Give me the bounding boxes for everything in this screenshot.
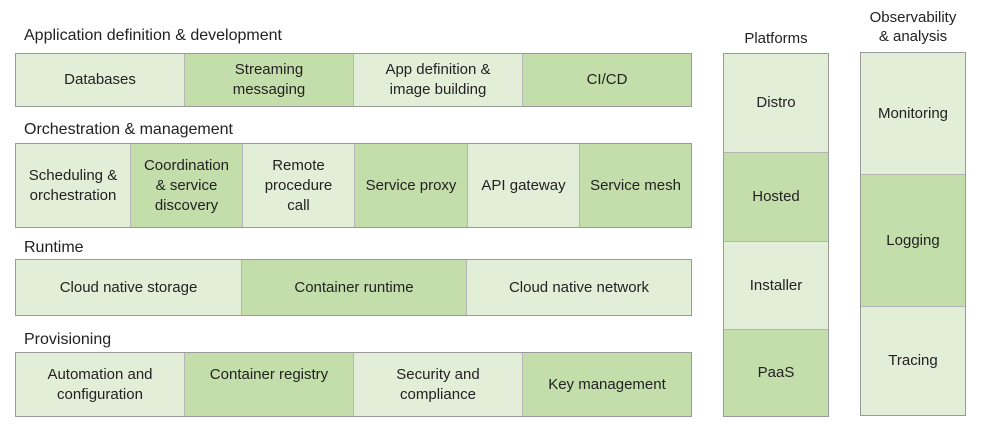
container-runtime-box: Container runtime [242, 260, 467, 315]
cloud-native-network-box: Cloud native network [467, 260, 691, 315]
orchestration-title: Orchestration & management [24, 121, 233, 138]
observability-column: Monitoring Logging Tracing [860, 52, 966, 416]
tracing-box: Tracing [861, 307, 965, 415]
orchestration-row: Scheduling & orchestration Coordination … [15, 143, 692, 228]
runtime-row: Cloud native storage Container runtime C… [15, 259, 692, 316]
observability-title: Observability & analysis [869, 9, 957, 45]
monitoring-box: Monitoring [861, 53, 965, 175]
api-gateway-box: API gateway [468, 144, 580, 227]
installer-box: Installer [724, 242, 828, 330]
service-proxy-box: Service proxy [355, 144, 468, 227]
app-definition-box: App definition & image building [354, 54, 523, 106]
platforms-column: Distro Hosted Installer PaaS [723, 53, 829, 417]
coordination-box: Coordination & service discovery [131, 144, 243, 227]
app-def-row: Databases Streaming messaging App defini… [15, 53, 692, 107]
paas-box: PaaS [724, 330, 828, 416]
streaming-messaging-box: Streaming messaging [185, 54, 354, 106]
rpc-box: Remote procedure call [243, 144, 355, 227]
hosted-box: Hosted [724, 153, 828, 242]
provisioning-title: Provisioning [24, 331, 112, 348]
platforms-title: Platforms [744, 30, 808, 47]
ci-cd-box: CI/CD [523, 54, 691, 106]
logging-box: Logging [861, 175, 965, 307]
automation-box: Automation and configuration [16, 353, 185, 416]
app-def-title: Application definition & development [24, 27, 282, 44]
cloud-native-storage-box: Cloud native storage [16, 260, 242, 315]
distro-box: Distro [724, 54, 828, 153]
databases-box: Databases [16, 54, 185, 106]
runtime-title: Runtime [24, 239, 84, 256]
container-registry-box: Container registry [185, 353, 354, 416]
security-compliance-box: Security and compliance [354, 353, 523, 416]
service-mesh-box: Service mesh [580, 144, 691, 227]
scheduling-box: Scheduling & orchestration [16, 144, 131, 227]
provisioning-row: Automation and configuration Container r… [15, 352, 692, 417]
key-management-box: Key management [523, 353, 691, 416]
